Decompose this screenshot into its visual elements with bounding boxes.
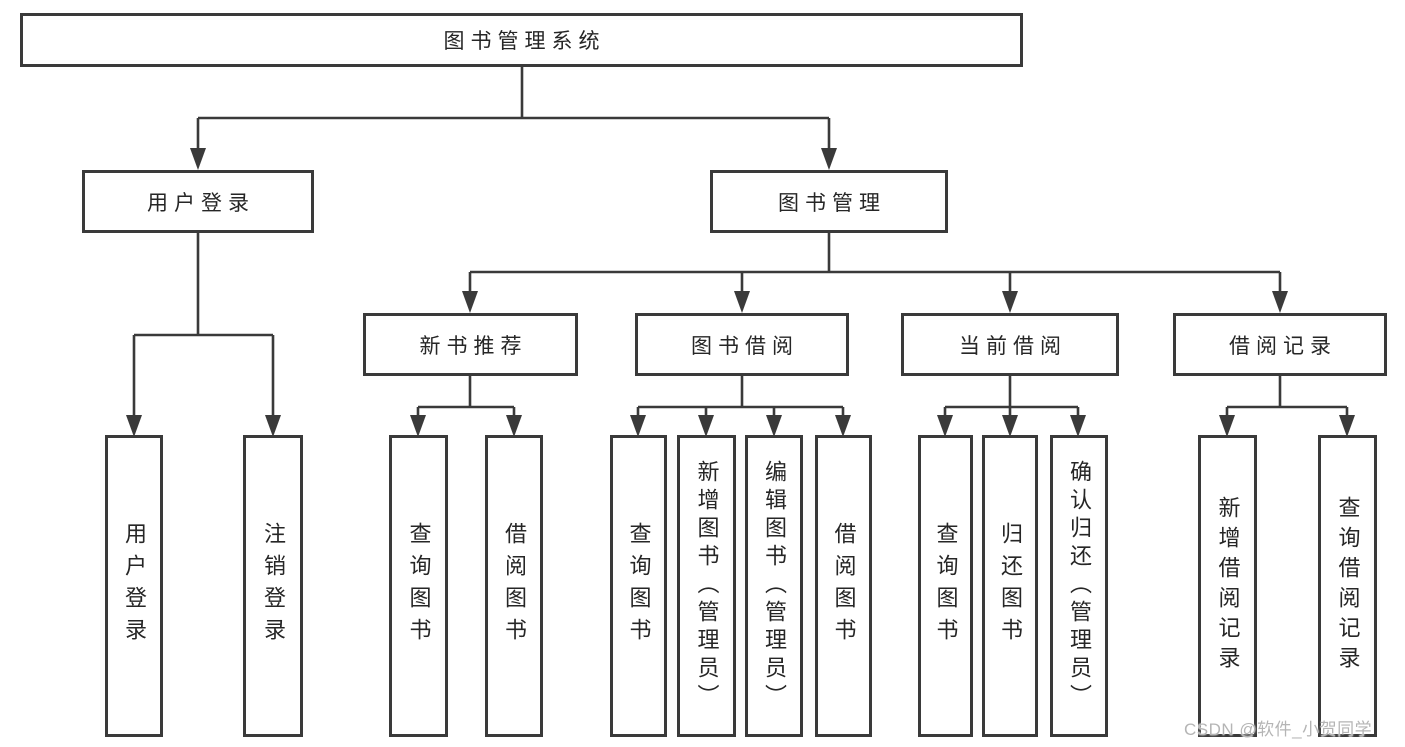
leaf-return-books: 归还图书 [982, 435, 1038, 737]
leaf-user-login: 用户登录 [105, 435, 163, 737]
node-current-borrowing: 当前借阅 [901, 313, 1119, 376]
arrowhead-icon [190, 148, 206, 170]
leaf-label: 新增图书（管理员） [694, 460, 720, 712]
arrowhead-icon [410, 415, 426, 437]
arrowhead-icon [835, 415, 851, 437]
leaf-label: 确认归还（管理员） [1067, 460, 1092, 712]
leaf-label: 查询借阅记录 [1335, 496, 1361, 676]
leaf-edit-books-admin: 编辑图书（管理员） [745, 435, 803, 737]
leaf-borrow-books-1: 借阅图书 [485, 435, 543, 737]
connector-bookmgmt-to-level3 [468, 230, 1282, 293]
arrowhead-icon [937, 415, 953, 437]
arrowhead-icon [1272, 291, 1288, 313]
arrowhead-icon [1002, 291, 1018, 313]
leaf-label: 新增借阅记录 [1215, 496, 1241, 676]
leaf-logout: 注销登录 [243, 435, 303, 737]
arrowhead-icon [1002, 415, 1018, 437]
node-library-system-root: 图书管理系统 [20, 13, 1023, 67]
connector-records-to-leaves [1225, 374, 1349, 417]
connector-borrow-to-leaves [636, 374, 845, 417]
node-book-borrowing: 图书借阅 [635, 313, 849, 376]
leaf-label: 编辑图书（管理员） [762, 460, 787, 712]
leaf-label: 查询图书 [933, 522, 959, 650]
leaf-add-books-admin: 新增图书（管理员） [677, 435, 736, 737]
connector-current-to-leaves [943, 374, 1080, 417]
connector-newbook-to-leaves [416, 374, 516, 417]
leaf-query-books-1: 查询图书 [389, 435, 448, 737]
node-user-login-branch: 用户登录 [82, 170, 314, 233]
arrowhead-icon [462, 291, 478, 313]
leaf-query-books-2: 查询图书 [610, 435, 667, 737]
arrowhead-icon [1070, 415, 1086, 437]
leaf-label: 归还图书 [998, 522, 1023, 650]
leaf-label: 查询图书 [626, 522, 652, 650]
node-new-book-recommend: 新书推荐 [363, 313, 578, 376]
arrowhead-icon [766, 415, 782, 437]
arrowhead-icon [821, 148, 837, 170]
leaf-label: 注销登录 [261, 522, 286, 650]
arrowhead-icon [698, 415, 714, 437]
leaf-label: 借阅图书 [831, 522, 857, 650]
leaf-label: 借阅图书 [502, 522, 527, 650]
arrowhead-icon [265, 415, 281, 437]
node-book-management-branch: 图书管理 [710, 170, 948, 233]
arrowhead-icon [506, 415, 522, 437]
leaf-label: 查询图书 [406, 522, 432, 650]
leaf-label: 用户登录 [122, 522, 147, 650]
leaf-query-borrow-record: 查询借阅记录 [1318, 435, 1377, 737]
arrowhead-icon [734, 291, 750, 313]
arrowhead-icon [126, 415, 142, 437]
leaf-borrow-books-2: 借阅图书 [815, 435, 872, 737]
arrowhead-icon [630, 415, 646, 437]
leaf-query-books-3: 查询图书 [918, 435, 973, 737]
connector-login-to-leaves [132, 230, 275, 416]
leaf-add-borrow-record: 新增借阅记录 [1198, 435, 1257, 737]
leaf-confirm-return-admin: 确认归还（管理员） [1050, 435, 1108, 737]
node-borrowing-records: 借阅记录 [1173, 313, 1387, 376]
arrowhead-icon [1339, 415, 1355, 437]
arrowhead-icon [1219, 415, 1235, 437]
connector-root-to-level2 [196, 64, 831, 150]
csdn-watermark: CSDN @软件_小贺同学 [1184, 720, 1373, 739]
